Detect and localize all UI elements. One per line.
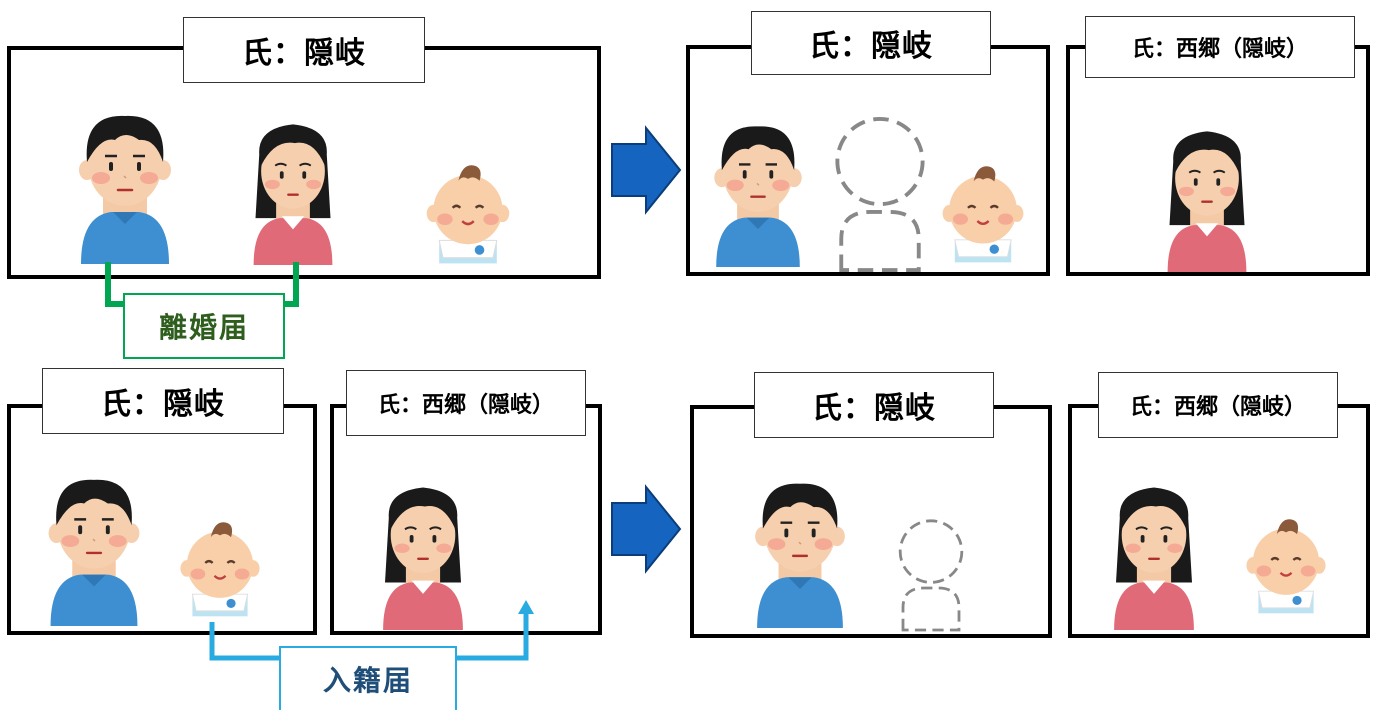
panel-bottom-mid	[690, 405, 1052, 638]
panel-top-right-label: 氏：西郷（隠岐）	[1085, 16, 1355, 78]
panel-bottom-left2	[330, 404, 602, 635]
panel-top-mid-label: 氏：隠岐	[751, 11, 991, 75]
panel-top-left-label: 氏：隠岐	[183, 17, 425, 83]
panel-bottom-left2-label: 氏：西郷（隠岐）	[346, 370, 586, 436]
panel-bottom-mid-label: 氏：隠岐	[754, 372, 994, 438]
divorce-notice-box: 離婚届	[123, 293, 285, 359]
panel-bottom-right	[1068, 404, 1370, 638]
panel-bottom-right-label: 氏：西郷（隠岐）	[1098, 372, 1338, 438]
panel-bottom-left-label: 氏：隠岐	[42, 368, 284, 434]
entry-notice-box: 入籍届	[279, 646, 457, 710]
entry-arrowhead	[518, 600, 534, 614]
